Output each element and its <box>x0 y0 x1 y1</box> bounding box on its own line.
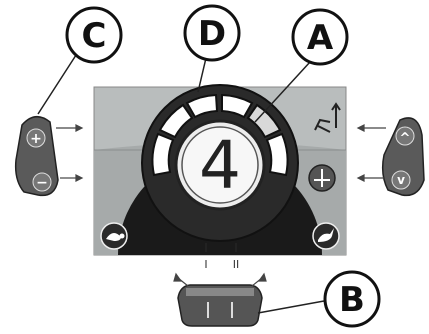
callout-c-label: C <box>82 16 107 56</box>
speed-minus-button[interactable] <box>32 172 52 192</box>
speed-dial: 4 I II <box>118 84 322 271</box>
segment-2 <box>158 103 194 139</box>
right-tilt-paddle[interactable]: ^ v <box>381 117 425 197</box>
actuator-icon <box>308 164 336 192</box>
rabbit-icon <box>312 222 340 250</box>
callout-a: A <box>291 8 349 66</box>
segment-4 <box>221 93 254 119</box>
leader-a <box>254 61 311 123</box>
up-symbol: ^ <box>400 131 411 146</box>
leader-b <box>257 300 325 314</box>
tilt-up-button[interactable] <box>395 126 415 146</box>
leader-c <box>37 51 79 115</box>
tick-label-1: I <box>204 258 207 271</box>
callout-d-label: D <box>198 14 226 54</box>
callout-b-label: B <box>339 280 365 320</box>
seat-tilt-icon <box>314 102 341 133</box>
tick-label-2: II <box>233 258 240 271</box>
down-symbol: v <box>397 173 405 187</box>
segment-3 <box>185 93 219 119</box>
segment-1 <box>151 132 175 177</box>
minus-symbol: − <box>36 175 48 191</box>
callout-c: C <box>65 6 123 64</box>
turtle-icon <box>100 222 128 250</box>
left-speed-paddle[interactable]: + − <box>14 116 59 197</box>
left-arrows <box>56 124 84 182</box>
speed-segments <box>151 93 289 177</box>
callout-a-label: A <box>307 18 334 58</box>
tilt-down-button[interactable] <box>391 170 411 190</box>
plus-symbol: + <box>30 131 42 147</box>
segment-5 <box>246 103 282 139</box>
bottom-rocker-switch[interactable] <box>177 284 263 327</box>
bottom-arrows <box>173 272 267 287</box>
speed-plus-button[interactable] <box>26 128 46 148</box>
callout-b: B <box>323 270 381 328</box>
callout-d: D <box>183 4 241 62</box>
segment-6 <box>265 132 289 177</box>
leader-d <box>197 57 207 93</box>
gear-indicator: 4 <box>199 127 241 204</box>
leader-lines <box>37 51 325 314</box>
right-arrows <box>356 124 386 182</box>
